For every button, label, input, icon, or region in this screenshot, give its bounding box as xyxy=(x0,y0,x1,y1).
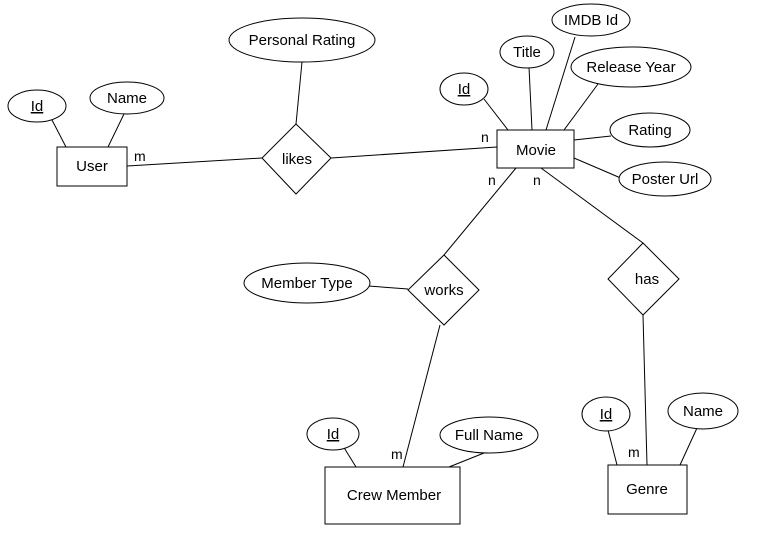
connector-genre-name xyxy=(679,427,698,466)
entity-crew-member-box xyxy=(324,466,461,525)
connectors xyxy=(51,36,698,468)
connector-has-genre xyxy=(642,314,648,466)
connector-movie-id xyxy=(483,98,509,131)
cardinalities: m n n n m m xyxy=(134,129,640,462)
attribute-crew-full-name: Full Name xyxy=(439,416,539,454)
attribute-user-id: Id xyxy=(7,89,67,123)
attribute-crew-id-ellipse xyxy=(306,417,360,451)
attribute-movie-id: Id xyxy=(439,72,489,106)
attribute-release-year-ellipse xyxy=(570,46,692,88)
attribute-genre-id-ellipse xyxy=(581,396,631,432)
attribute-personal-rating-ellipse xyxy=(228,17,376,63)
connector-likes-personal-rating xyxy=(295,61,303,125)
attribute-member-type-ellipse xyxy=(243,262,371,304)
relationship-likes-diamond xyxy=(261,123,332,195)
attribute-personal-rating: Personal Rating xyxy=(228,17,376,63)
relationship-likes: likes xyxy=(261,123,332,195)
connector-movie-imdb-id xyxy=(545,36,576,131)
cardinality-genre-has: m xyxy=(628,444,640,460)
attribute-member-type: Member Type xyxy=(243,262,371,304)
relationship-likes-label: likes xyxy=(282,151,312,168)
attribute-crew-full-name-ellipse xyxy=(439,416,539,454)
attribute-genre-name-ellipse xyxy=(667,392,739,430)
connector-crew-id xyxy=(342,445,357,468)
attribute-crew-id-label: Id xyxy=(327,426,340,443)
cardinality-crew-works: m xyxy=(391,446,403,462)
connector-likes-movie xyxy=(330,146,498,159)
cardinality-movie-works: n xyxy=(488,172,496,188)
attribute-movie-id-label: Id xyxy=(458,81,471,98)
attribute-crew-id: Id xyxy=(306,417,360,451)
entity-crew-member: Crew Member xyxy=(324,466,461,525)
entity-movie: Movie xyxy=(496,129,575,169)
connector-movie-rating xyxy=(573,135,612,141)
connector-movie-has xyxy=(540,167,644,244)
connector-user-id xyxy=(51,119,67,148)
entity-user: User xyxy=(56,146,128,187)
attribute-user-name-ellipse xyxy=(89,81,165,115)
attribute-poster-url-label: Poster Url xyxy=(632,171,699,188)
attribute-user-name: Name xyxy=(89,81,165,115)
relationship-works-label: works xyxy=(423,282,463,299)
attribute-movie-rating-label: Rating xyxy=(628,122,671,139)
attribute-poster-url-ellipse xyxy=(618,161,712,197)
connector-movie-poster-url xyxy=(573,157,624,180)
relationship-works: works xyxy=(407,254,480,326)
connector-works-crew-member xyxy=(402,324,441,468)
attribute-movie-id-ellipse xyxy=(439,72,489,106)
attribute-genre-id-label: Id xyxy=(600,406,613,423)
connector-crew-full-name xyxy=(448,450,490,468)
attribute-movie-rating-ellipse xyxy=(609,112,691,148)
entity-genre-label: Genre xyxy=(626,481,668,498)
attribute-user-id-ellipse xyxy=(7,89,67,123)
relationship-works-diamond xyxy=(407,254,480,326)
attribute-personal-rating-label: Personal Rating xyxy=(249,32,356,49)
connector-genre-id xyxy=(607,429,618,466)
attribute-user-id-label: Id xyxy=(31,98,44,115)
attribute-genre-name: Name xyxy=(667,392,739,430)
attribute-imdb-id-label: IMDB Id xyxy=(564,12,618,29)
entity-genre-box xyxy=(607,464,688,515)
attribute-movie-title: Title xyxy=(499,35,555,69)
attribute-member-type-label: Member Type xyxy=(261,275,352,292)
connector-movie-release-year xyxy=(563,83,599,131)
connector-movie-works xyxy=(443,167,517,256)
connector-movie-title xyxy=(528,66,533,131)
entity-user-box xyxy=(56,146,128,187)
relationship-has: has xyxy=(607,242,680,316)
attribute-genre-name-label: Name xyxy=(683,403,723,420)
attribute-imdb-id-ellipse xyxy=(551,3,631,37)
cardinality-user-likes: m xyxy=(134,148,146,164)
attribute-crew-full-name-label: Full Name xyxy=(455,427,523,444)
cardinality-movie-likes: n xyxy=(481,129,489,145)
connector-user-likes xyxy=(126,157,263,167)
entity-crew-member-label: Crew Member xyxy=(347,487,441,504)
attribute-imdb-id: IMDB Id xyxy=(551,3,631,37)
attribute-release-year-label: Release Year xyxy=(586,59,675,76)
attribute-movie-title-label: Title xyxy=(513,44,541,61)
cardinality-movie-has: n xyxy=(533,172,541,188)
relationship-has-label: has xyxy=(635,271,659,288)
connector-user-name xyxy=(107,113,125,148)
attribute-release-year: Release Year xyxy=(570,46,692,88)
attribute-movie-title-ellipse xyxy=(499,35,555,69)
entity-genre: Genre xyxy=(607,464,688,515)
attribute-genre-id: Id xyxy=(581,396,631,432)
entity-user-label: User xyxy=(76,158,108,175)
relationship-has-diamond xyxy=(607,242,680,316)
attribute-movie-rating: Rating xyxy=(609,112,691,148)
entity-movie-box xyxy=(496,129,575,169)
attribute-user-name-label: Name xyxy=(107,90,147,107)
attribute-poster-url: Poster Url xyxy=(618,161,712,197)
entity-movie-label: Movie xyxy=(516,142,556,159)
